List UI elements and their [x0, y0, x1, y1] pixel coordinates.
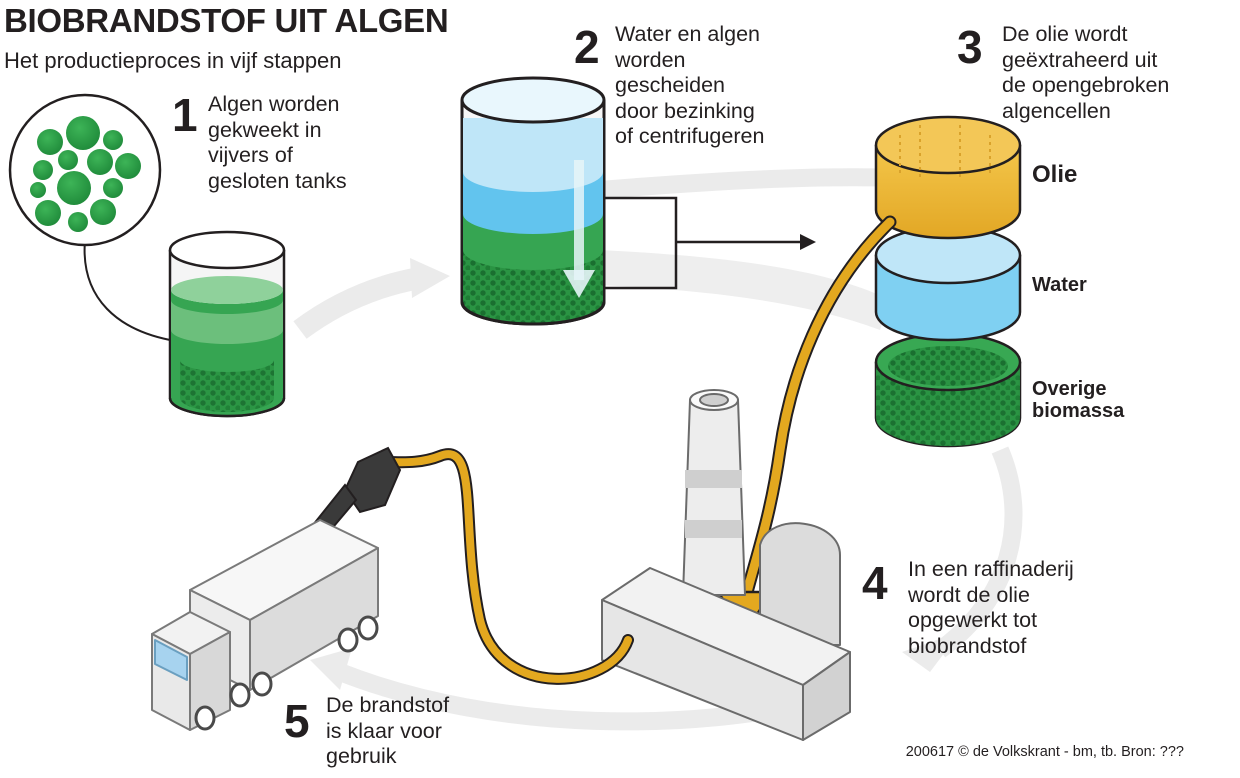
flow-arrowheads — [310, 258, 960, 690]
settling-arrow-icon — [563, 160, 595, 298]
title-light: BIOBRANDSTOF UIT — [4, 2, 327, 39]
page-title: BIOBRANDSTOF UIT ALGEN — [4, 2, 449, 40]
algae-cells — [30, 116, 141, 232]
oil-droplet-lines — [899, 125, 991, 180]
title-bold: ALGEN — [334, 2, 449, 39]
layer-label-oil: Olie — [1032, 161, 1078, 188]
step-2-number: 2 — [574, 21, 600, 73]
flow-arrow-3-4 — [934, 446, 1023, 658]
layer-cylinder — [874, 115, 1022, 448]
refinery — [601, 389, 851, 741]
arrowhead-3-4 — [902, 632, 960, 672]
step-1-number: 1 — [172, 89, 198, 141]
fuel-hose — [382, 448, 634, 685]
page-subtitle: Het productieproces in vijf stappen — [4, 48, 342, 73]
step-4-text: In een raffinaderij wordt de olie opgewe… — [908, 557, 1074, 658]
flow-arrow-1-2 — [293, 267, 422, 339]
step-2-text: Water en algen worden gescheiden door be… — [615, 22, 765, 148]
cultivation-tank — [168, 230, 286, 418]
layer-label-water: Water — [1032, 274, 1087, 296]
tanker-truck — [151, 519, 379, 731]
bracket-line — [605, 196, 800, 290]
flow-arrow-2-3 — [599, 168, 901, 199]
step-5-text: De brandstof is klaar voor gebruik — [326, 693, 450, 768]
separation-tank — [460, 76, 816, 326]
step-5-number: 5 — [284, 695, 310, 747]
layer-label-biomass: Overige biomassa — [1032, 378, 1125, 422]
flow-surface — [600, 250, 890, 330]
step-3-text: De olie wordt geëxtraheerd uit de openge… — [1002, 22, 1170, 123]
magnifier-line — [83, 239, 171, 341]
arrowhead-1-2 — [410, 258, 450, 298]
arrowhead-4-5 — [310, 648, 352, 690]
step-3-number: 3 — [957, 21, 983, 73]
step-4-number: 4 — [862, 557, 888, 609]
step-1-text: Algen worden gekweekt in vijvers of gesl… — [208, 92, 347, 193]
algae-magnifier — [8, 93, 171, 341]
arrow-to-extraction-icon — [800, 234, 816, 250]
source-credit: 200617 © de Volkskrant - bm, tb. Bron: ?… — [905, 744, 1184, 760]
